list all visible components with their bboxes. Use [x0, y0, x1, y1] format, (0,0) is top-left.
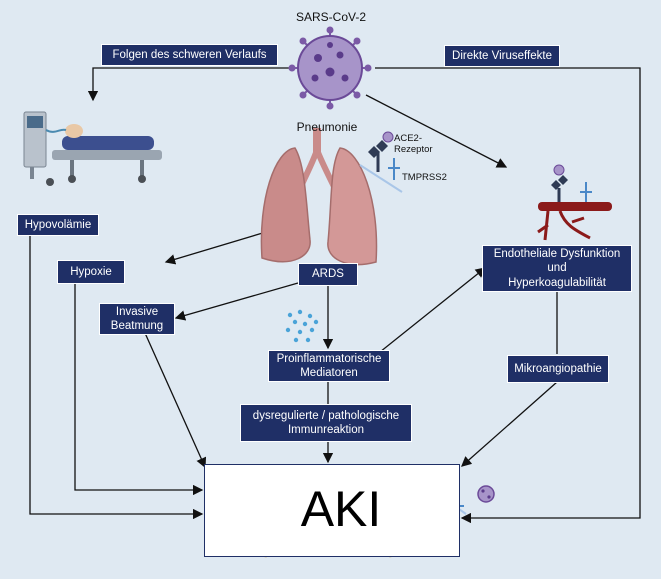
- arrow-microangiopathy-to-aki: [461, 381, 558, 467]
- virus-title: SARS-CoV-2: [295, 10, 367, 24]
- arrow-hypovolemia-to-aki: [29, 236, 204, 520]
- ace2-receptor-icon: [368, 131, 394, 172]
- arrow-virus-to-patient: [87, 67, 300, 102]
- box-endothelial-dysfunction: Endotheliale Dysfunktion und Hyperkoagul…: [482, 245, 632, 292]
- cytokine-dots-icon: [285, 309, 319, 343]
- box-hypoxia: Hypoxie: [57, 260, 125, 284]
- virus-icon: [288, 26, 372, 110]
- aki-box: [204, 464, 460, 557]
- arrow-lungs-to-hypoxia: [164, 231, 267, 265]
- arrow-mediators-to-endothelial: [379, 267, 487, 353]
- arrow-ventilation-to-aki: [144, 332, 207, 469]
- blood-vessel-icon: [537, 164, 612, 241]
- pneumonia-label: Pneumonie: [296, 120, 358, 134]
- lungs-icon: [260, 128, 378, 266]
- arrow-hypoxia-to-aki: [74, 283, 204, 496]
- tmprss2-icon: [359, 158, 403, 193]
- box-proinflammatory-mediators: Proinflammatorische Mediatoren: [268, 350, 390, 382]
- ace2-label: ACE2- Rezeptor: [394, 133, 433, 156]
- tmprss2-label: TMPRSS2: [402, 172, 447, 183]
- box-ards: ARDS: [298, 263, 358, 286]
- box-direct-effects: Direkte Viruseffekte: [444, 45, 560, 67]
- box-severe-course: Folgen des schweren Verlaufs: [101, 44, 278, 66]
- arrow-virus-to-aki-right: [375, 67, 641, 524]
- arrow-ards-to-ventilation: [174, 282, 299, 321]
- ventilated-patient-icon: [23, 111, 162, 186]
- box-immune-reaction: dysregulierte / pathologische Immunreakt…: [240, 404, 412, 442]
- box-hypovolemia: Hypovolämie: [17, 214, 99, 236]
- arrow-virus-to-endothelium: [365, 94, 508, 168]
- aki-label: AKI: [300, 481, 382, 537]
- box-microangiopathy: Mikroangiopathie: [507, 355, 609, 383]
- box-invasive-ventilation: Invasive Beatmung: [99, 303, 175, 335]
- small-virus-icon: [477, 485, 495, 503]
